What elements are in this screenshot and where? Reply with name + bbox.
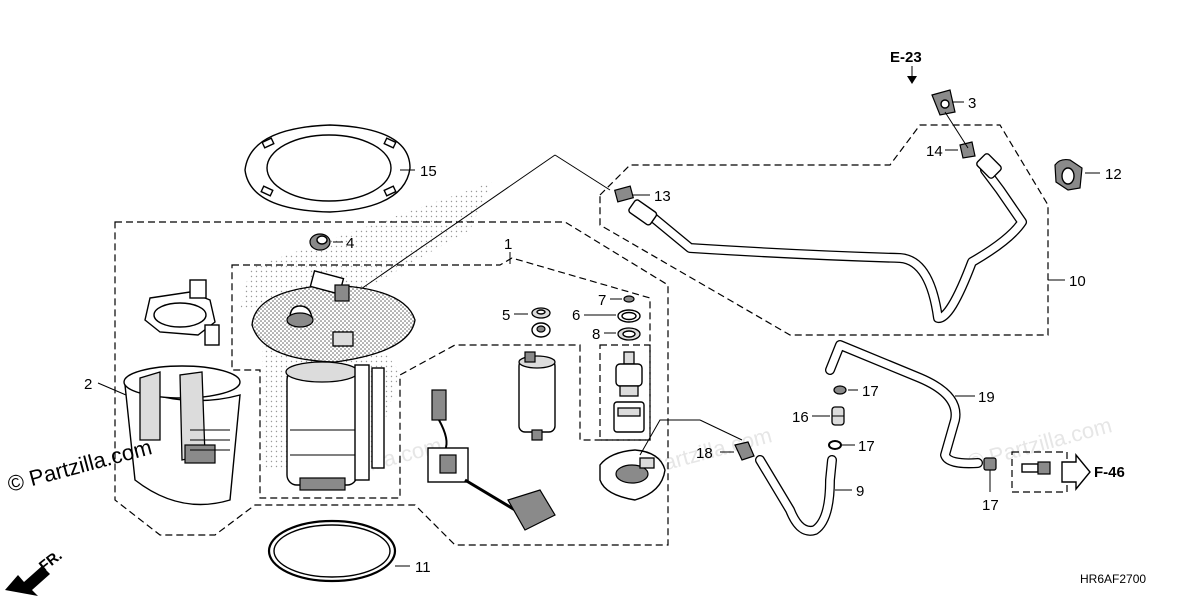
cushion-part-5b [531,322,551,338]
callout-13: 13 [654,188,671,205]
fuel-sender-harness-part [427,389,556,531]
fuel-cup-clip-part [144,279,220,346]
pump-unit-outline [231,257,651,499]
callout-17-connector: 17 [982,497,999,514]
vent-hose-part [755,455,837,536]
callout-14: 14 [926,143,943,160]
hose-clamp-part-13 [613,185,635,203]
callout-1: 1 [504,236,512,253]
connector-box-outline [1011,451,1068,493]
leader-line [344,154,556,301]
callout-2: 2 [84,376,92,393]
jet-pump-base-part [599,449,666,501]
clip-part-14 [944,111,976,159]
callout-18: 18 [696,445,713,462]
reference-e23: E-23 [890,49,922,66]
cushion-part-12 [1054,158,1083,191]
return-hose-part [825,340,983,469]
callout-10: 10 [1069,273,1086,290]
o-ring-part-7 [623,295,635,303]
callout-5: 5 [502,307,510,324]
callout-4: 4 [346,235,354,252]
callout-19: 19 [978,389,995,406]
joint-part-16 [831,406,845,426]
callout-3: 3 [968,95,976,112]
leader-line [97,382,127,396]
reference-arrow-f46 [1061,453,1091,491]
connector-clip-part-17 [983,457,1051,475]
callout-12: 12 [1105,166,1122,183]
pressure-regulator-part [615,351,643,397]
bolt-part-3 [931,89,956,116]
callout-15: 15 [420,163,437,180]
filter-part [613,401,645,433]
callout-17-upper: 17 [862,383,879,400]
washer-part-5 [531,307,551,319]
clip-part-17b [828,440,842,450]
callout-11: 11 [415,559,431,576]
grommet-part [309,233,331,251]
clamp-part-18 [734,441,755,461]
fuel-pump-module-part [251,270,416,491]
diagram-code: HR6AF2700 [1080,572,1146,586]
hose-group-outline [599,124,1049,336]
reference-f46: F-46 [1094,464,1125,481]
front-direction-marker: FR. [5,547,66,596]
o-ring-part-6 [617,309,641,323]
leader-line [699,419,743,441]
leader-line [554,154,611,191]
assembly-group-outline [114,221,669,546]
callout-7: 7 [598,292,606,309]
callout-9: 9 [856,483,864,500]
filter-group-outline [599,344,651,441]
callout-17-lower: 17 [858,438,875,455]
clip-part-17a [833,385,847,395]
seal-part-8 [617,327,641,341]
fuel-feed-hose-part [628,153,1027,323]
leader-line [639,419,700,456]
shading-area [240,182,492,310]
o-ring-large-inner [273,524,391,578]
lock-ring-part [244,124,411,213]
callout-8: 8 [592,326,600,343]
callout-6: 6 [572,307,580,324]
fuel-pump-motor-part [518,351,556,441]
callout-16: 16 [792,409,809,426]
reservoir-cup-part [123,365,241,506]
reference-arrow-head [907,76,917,84]
watermark: © Partzilla.com [5,434,155,497]
